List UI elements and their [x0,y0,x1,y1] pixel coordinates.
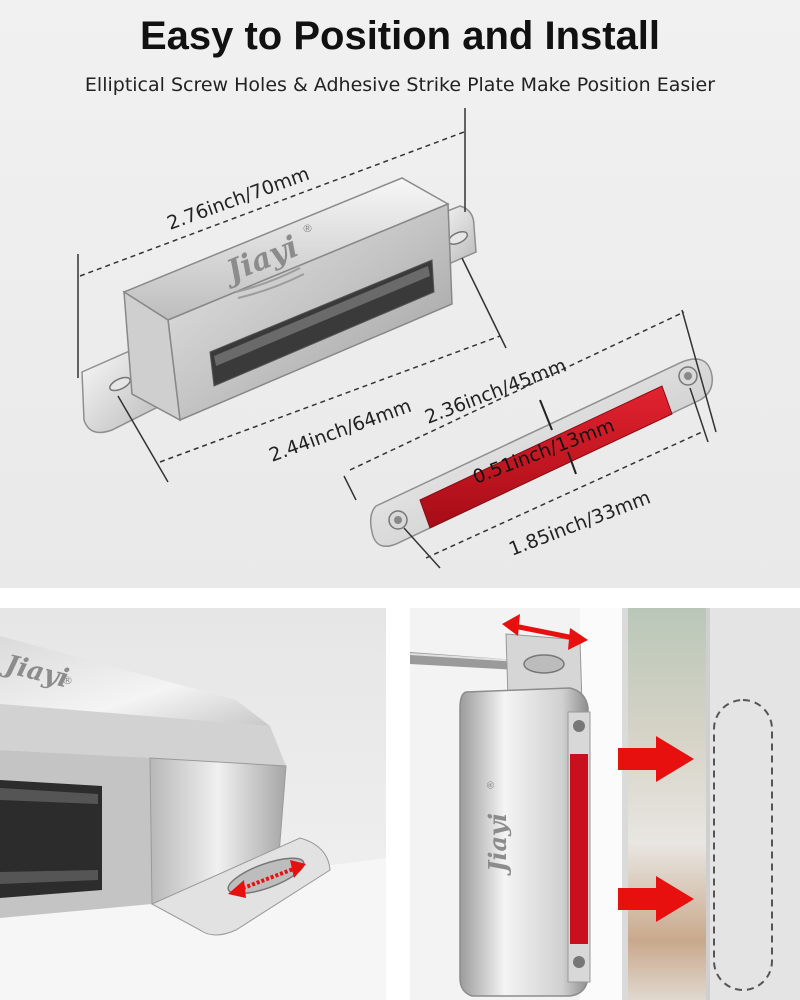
page-title: Easy to Position and Install [139,14,661,58]
top-double-arrow-icon [502,614,588,650]
right-arrow-icon-lower [618,876,694,922]
plate-dimension-lines [343,309,717,569]
svg-text:®: ® [486,780,497,790]
svg-text:®: ® [62,674,73,687]
strike-plate [369,358,713,547]
catch-dimension-lines [77,108,507,483]
closeup-illustration: Jiayi ® [0,608,386,1000]
placement-outline [713,699,773,991]
installed-catch [459,687,589,997]
adhesive-strip [419,385,673,529]
page-subtitle: Elliptical Screw Holes & Adhesive Strike… [84,74,716,96]
installation-photo: Jiayi ® [410,608,800,1000]
installation-illustration: Jiayi ® [410,608,800,1000]
installed-brand-logo: Jiayi [483,813,512,876]
slot-hole-left [109,376,131,392]
top-panel: Easy to Position and Install Elliptical … [0,0,800,588]
svg-text:®: ® [302,222,313,235]
dimension-diagram: Jiayi ® 2.76inch/70mm 2.44inch/64mm [77,108,717,569]
closeup-photo: Jiayi ® [0,608,386,1000]
top-slot-hole [523,654,565,674]
installed-adhesive-strip [570,754,588,944]
magnetic-catch: Jiayi ® [81,177,477,434]
plate-hole-spacing-label: 1.85inch/33mm [506,486,654,560]
double-arrow-icon [228,860,306,898]
right-arrow-icon [618,736,694,782]
catch-hole-spacing-label: 2.44inch/64mm [266,395,414,467]
